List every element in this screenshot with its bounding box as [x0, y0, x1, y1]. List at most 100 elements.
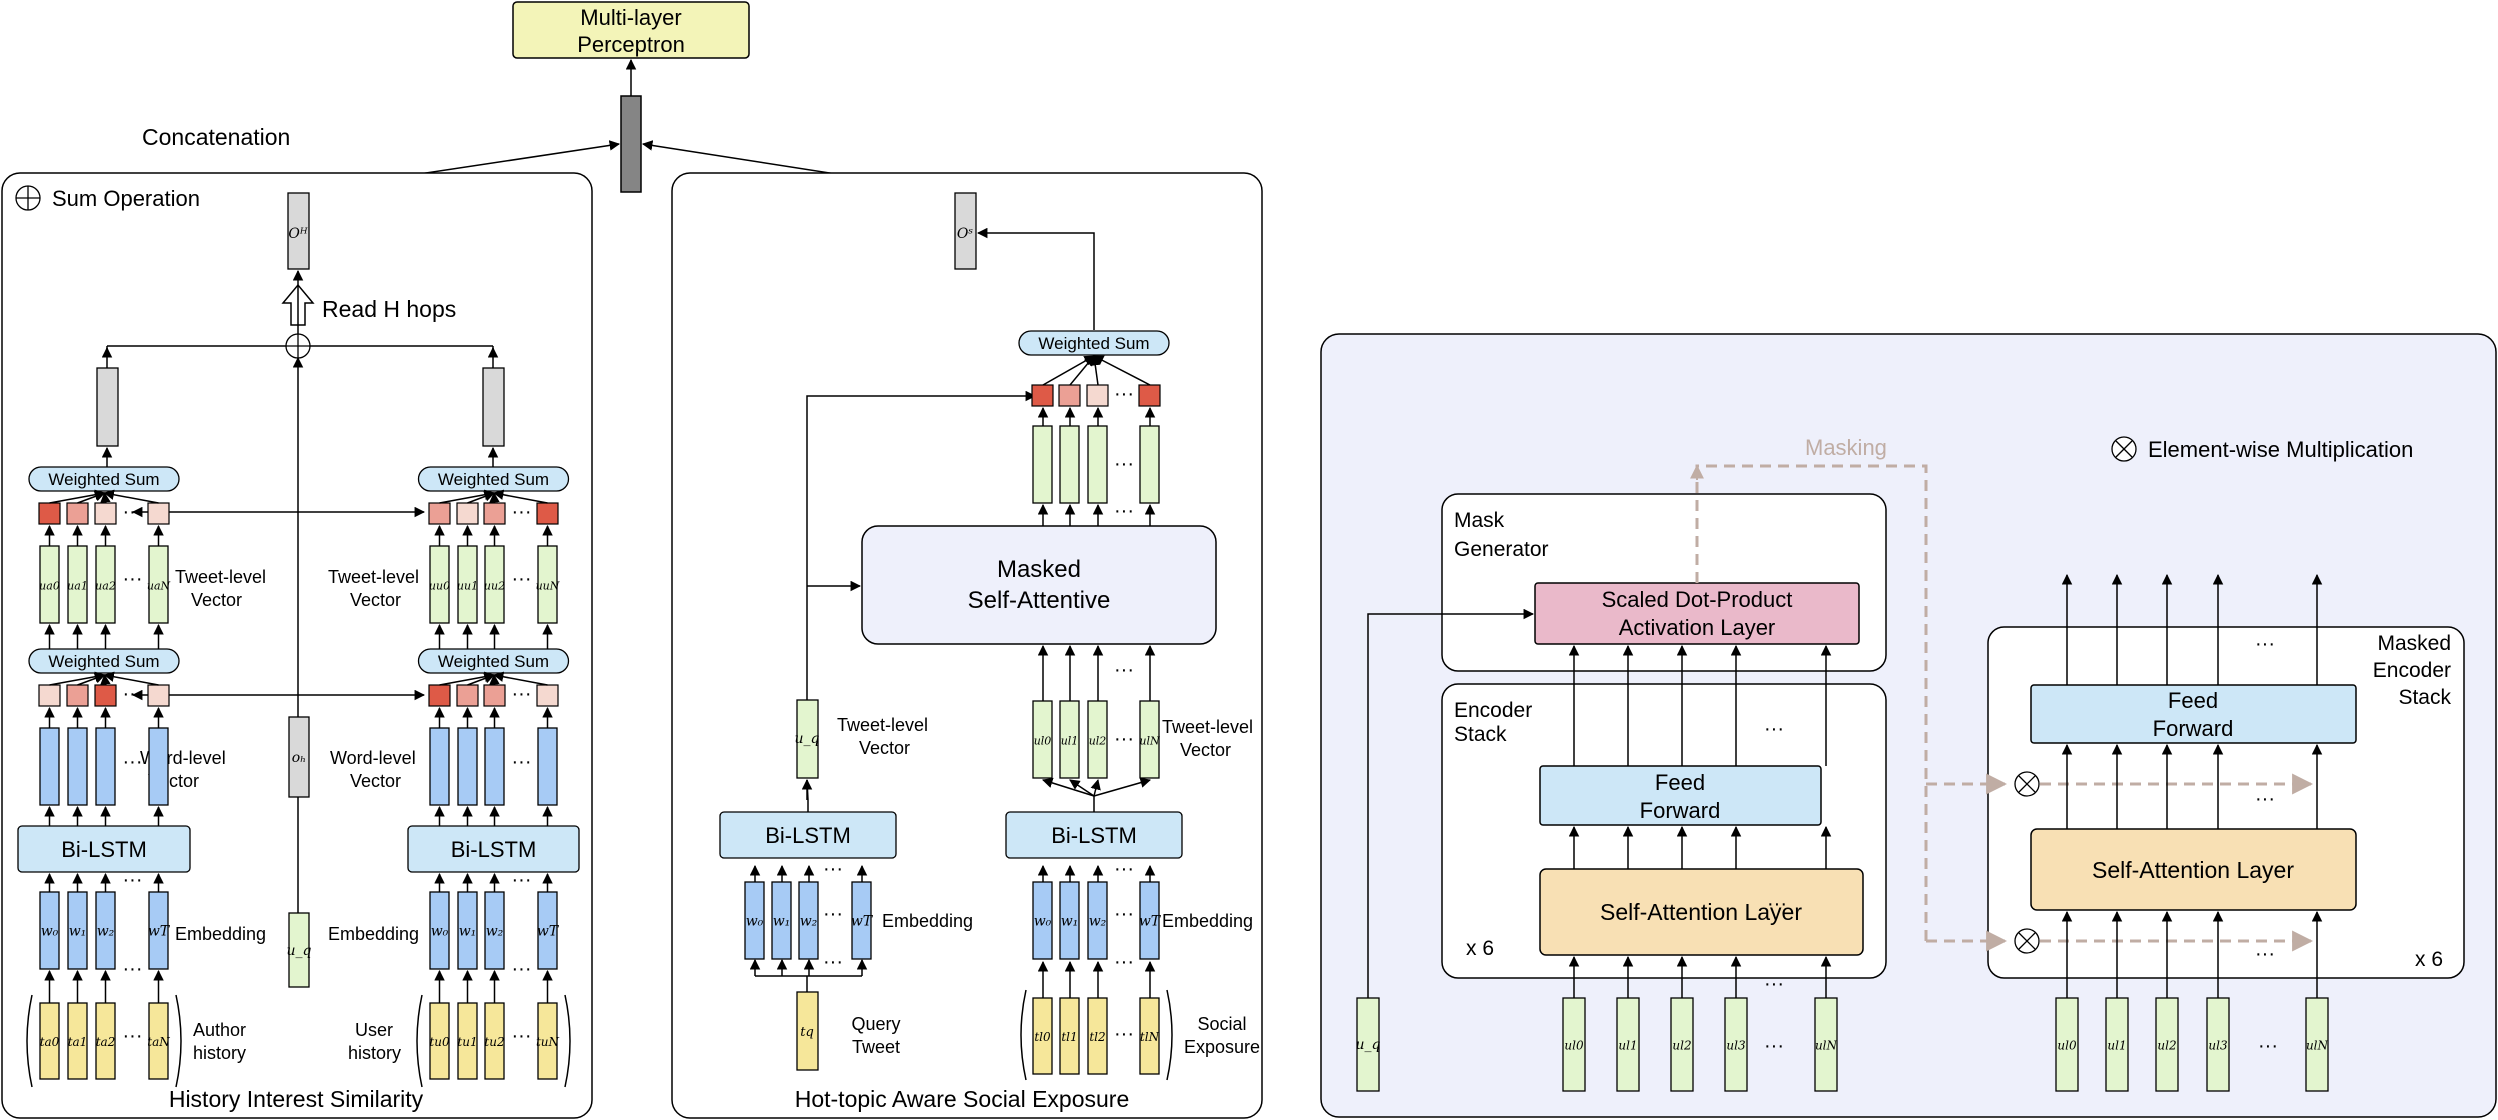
ellipsis: ···	[1764, 718, 1784, 740]
author-embedding-vector-label: w₁	[69, 924, 87, 940]
left-hop-output-vector	[96, 367, 119, 447]
flow-arrow	[489, 491, 500, 504]
social-attention-square	[1138, 384, 1161, 407]
author-tweet-vector-label: Tweet-level	[175, 567, 266, 587]
flow-arrow	[1093, 777, 1152, 797]
sum-operation-label: Sum Operation	[52, 186, 200, 211]
user-tweet-vector-label: tu2	[484, 1035, 504, 1049]
masked-label-line2: Self-Attentive	[968, 587, 1111, 614]
user-word-level-vector	[484, 727, 505, 806]
mask-generator-label: Mask	[1454, 509, 1505, 532]
user-tweet-vector-label: tu1	[457, 1035, 477, 1049]
query-tweet-label-2: Tweet	[852, 1037, 900, 1057]
masked-encoder-label: Masked	[2377, 632, 2451, 655]
attentive-output-vector	[1139, 425, 1160, 504]
masked-input-vector-label: ul1	[2107, 1039, 2126, 1053]
masked-feed-forward-label: Feed	[2168, 688, 2218, 713]
user-word-attention-square	[456, 684, 479, 707]
concat-vector	[620, 95, 642, 193]
masked-label-line1: Masked	[997, 556, 1081, 583]
query-embedding-vector-label: w₀	[746, 914, 764, 930]
right-hop-output-vector	[482, 367, 505, 447]
flow-arrow	[77, 673, 106, 686]
user-bilstm	[407, 825, 580, 873]
author-word-level-vector	[148, 727, 169, 806]
social-weighted-sum	[1018, 330, 1170, 356]
o-h-memory-label: oₕ	[292, 750, 307, 766]
author-tweet-attention-square	[38, 502, 61, 525]
sum-node-icon	[285, 333, 311, 359]
ellipsis: ···	[1114, 659, 1134, 681]
author-tweet-vector-label: ta1	[68, 1035, 88, 1049]
ellipsis: ···	[123, 568, 143, 590]
user-word-level-vector	[457, 727, 478, 806]
query-embedding-vector-label: wT	[851, 914, 874, 930]
masked-feed-forward-box	[2030, 684, 2357, 744]
user-tweet-weighted-sum-label: Weighted Sum	[438, 470, 549, 489]
flow-arrow	[1069, 355, 1095, 386]
encoder-input-vector-label: ul1	[1618, 1039, 1637, 1053]
o-h-vector	[287, 192, 310, 270]
encoder-stack-label: Encoder	[1454, 699, 1532, 722]
flow-arrow	[1069, 779, 1095, 797]
middle-uq-label: u_q	[795, 731, 820, 747]
author-word-level-vector	[95, 727, 116, 806]
ellipsis: ···	[823, 858, 843, 880]
masked-self-attention-label: Self-Attention Layer	[2092, 857, 2294, 883]
author-tweet-weighted-sum-label: Weighted Sum	[48, 470, 159, 489]
author-tweet-attention-square	[66, 502, 89, 525]
author-bilstm-label: Bi-LSTM	[61, 837, 147, 862]
flow-arrow	[100, 673, 111, 686]
user-word-attention-square	[428, 684, 451, 707]
masked-input-vector-label: ul2	[2157, 1039, 2176, 1053]
flow-arrow	[1090, 778, 1101, 797]
ellipsis: ···	[2258, 1035, 2278, 1057]
ellipsis: ···	[1114, 903, 1134, 925]
ellipsis: ···	[823, 951, 843, 973]
user-tweet-attention-square	[536, 502, 559, 525]
ellipsis: ···	[823, 903, 843, 925]
mlp-label-line1: Multi-layer	[580, 5, 681, 30]
ellipsis: ···	[1114, 951, 1134, 973]
flow-arrow	[492, 489, 548, 504]
author-embedding-vector-label: wT	[148, 924, 171, 940]
flow-arrow	[100, 491, 111, 504]
user-tweet-vector-label: tuN	[536, 1035, 560, 1049]
middle-panel	[671, 172, 1263, 1119]
attentive-output-vector	[1059, 425, 1080, 504]
social-embedding-vector-label: w₂	[1089, 914, 1107, 930]
middle-masked-self-attentive	[861, 525, 1217, 645]
masked-self-attention-box	[2030, 828, 2357, 911]
ellipsis: ···	[512, 683, 532, 705]
author-tweet-level-vector-label: ua0	[39, 580, 60, 593]
author-tweet-vector-label: ta0	[40, 1035, 60, 1049]
mask-generator-label-2: Generator	[1454, 538, 1549, 561]
social-attention-square	[1031, 384, 1054, 407]
masked-input-vector-label: ulN	[2306, 1039, 2329, 1053]
user-tweet-level-vector-label: uuN	[536, 580, 560, 593]
masking-multiply-icon-top	[2014, 771, 2040, 797]
author-tweet-vector-label: taN	[147, 1035, 170, 1049]
user-history-label: User	[355, 1020, 393, 1040]
ellipsis: ···	[1114, 728, 1134, 750]
element-wise-icon	[2111, 436, 2137, 462]
author-word-attention-square	[38, 684, 61, 707]
author-word-level-vector	[39, 727, 60, 806]
user-word-weighted-sum-label: Weighted Sum	[438, 652, 549, 671]
author-history-label-2: history	[193, 1043, 246, 1063]
user-tweet-vector-label: tu0	[429, 1035, 450, 1049]
ellipsis: ···	[123, 1025, 143, 1047]
social-bilstm-label: Bi-LSTM	[1051, 823, 1137, 848]
social-tweet-vector-label: tl1	[1061, 1030, 1077, 1044]
social-attention-square	[1058, 384, 1081, 407]
author-tweet-level-vector-label: ua1	[67, 580, 88, 593]
encoder-self-attention-box	[1539, 868, 1864, 956]
encoder-input-vector-label: ul3	[1726, 1039, 1746, 1053]
masking-label: Masking	[1805, 435, 1887, 460]
encoder-stack-label-2: Stack	[1454, 723, 1507, 746]
user-tweet-attention-square	[483, 502, 506, 525]
user-tweet-attention-square	[456, 502, 479, 525]
author-tweet-attention-square	[147, 502, 170, 525]
right-uq-label: u_q	[1356, 1037, 1381, 1053]
